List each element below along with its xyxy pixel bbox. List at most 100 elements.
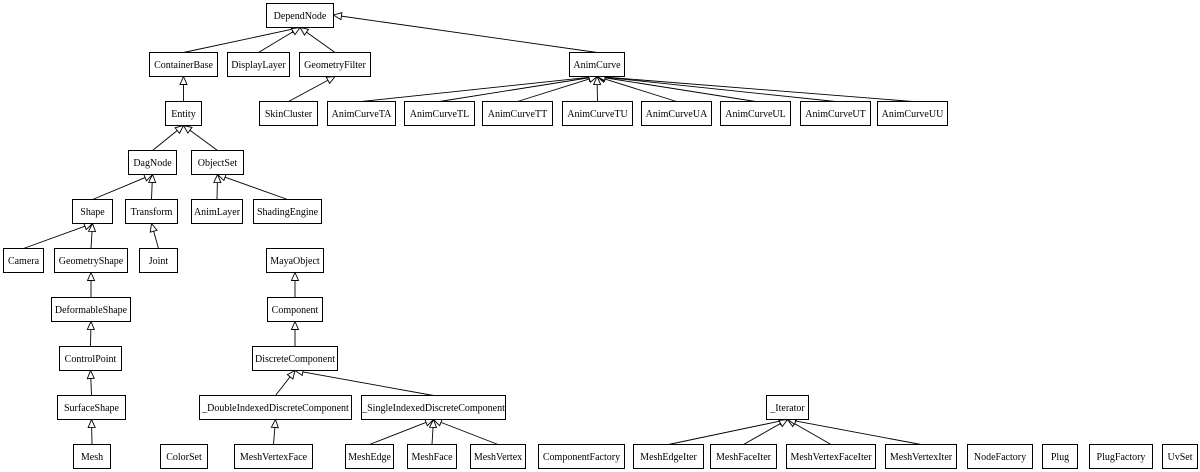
edge-joint-to-transform — [149, 222, 159, 249]
edge-anim-curve-tt-to-anim-curve — [517, 75, 599, 102]
node-label: AnimCurve — [573, 60, 621, 71]
node-label: DiscreteComponent — [255, 354, 335, 365]
node-anim-layer: AnimLayer — [191, 199, 243, 224]
edge-line — [273, 427, 276, 445]
edge-line — [90, 231, 93, 249]
edge-line — [604, 76, 836, 102]
edge-display-layer-to-depend-node — [258, 26, 301, 53]
node-label: MeshVertexIter — [890, 452, 953, 463]
edge-line — [302, 371, 434, 396]
inheritance-arrowhead-icon — [86, 320, 96, 331]
node-box — [538, 444, 625, 469]
node-box — [54, 248, 128, 273]
node-box — [1089, 444, 1153, 469]
node-box — [128, 150, 177, 175]
node-anim-curve-ua: AnimCurveUA — [641, 101, 712, 126]
edge-geometry-shape-to-shape — [87, 222, 97, 249]
node-iterator: _Iterator — [766, 395, 809, 420]
node-box — [633, 444, 704, 469]
edge-line — [361, 76, 590, 102]
node-box — [51, 297, 131, 322]
node-label: DisplayLayer — [231, 60, 286, 71]
edge-line — [288, 79, 329, 102]
edge-line — [23, 225, 86, 249]
node-label: MeshVertexFaceIter — [790, 452, 872, 463]
edge-line — [151, 182, 153, 200]
node-mesh-edge: MeshEdge — [345, 444, 394, 469]
node-label: ColorSet — [166, 452, 202, 463]
edge-mesh-vertex-to-single-indexed-discrete-component — [432, 418, 499, 445]
node-box — [299, 52, 371, 77]
node-mesh-edge-iter: MeshEdgeIter — [633, 444, 704, 469]
inheritance-arrowhead-icon — [149, 222, 158, 233]
edge-line — [224, 176, 288, 200]
inheritance-arrowhead-icon — [270, 418, 280, 429]
node-box — [227, 52, 290, 77]
edge-anim-curve-to-depend-node — [332, 12, 598, 53]
node-label: Component — [272, 305, 319, 316]
node-anim-curve-tl: AnimCurveTL — [404, 101, 475, 126]
node-label: MayaObject — [270, 256, 320, 267]
edge-line — [153, 231, 159, 249]
edge-transform-to-dag-node — [147, 173, 157, 200]
node-box — [73, 444, 111, 469]
edge-line — [431, 427, 434, 445]
node-label: UvSet — [1168, 452, 1193, 463]
node-label: AnimLayer — [194, 207, 241, 218]
edge-line — [795, 420, 922, 445]
node-display-layer: DisplayLayer — [227, 52, 290, 77]
inheritance-arrowhead-icon — [299, 26, 310, 36]
node-box — [149, 52, 218, 77]
node-label: GeometryShape — [59, 256, 124, 267]
node-box — [160, 444, 208, 469]
edge-line — [152, 130, 178, 151]
node-label: Camera — [8, 256, 40, 267]
inheritance-arrowhead-icon — [213, 173, 222, 184]
edge-line — [258, 31, 294, 53]
node-label: Plug — [1051, 452, 1069, 463]
node-box — [641, 101, 712, 126]
edge-mesh-face-to-single-indexed-discrete-component — [428, 418, 438, 445]
node-box — [139, 248, 178, 273]
node-box — [361, 395, 506, 420]
node-label: AnimCurveUU — [882, 109, 944, 120]
node-box — [404, 101, 475, 126]
node-box — [3, 248, 44, 273]
inheritance-arrowhead-icon — [592, 75, 602, 86]
node-box — [786, 444, 876, 469]
node-label: MeshVertex — [474, 452, 522, 463]
inheritance-arrowhead-icon — [87, 418, 96, 429]
node-box — [165, 101, 202, 126]
edge-shape-to-dag-node — [92, 173, 154, 200]
node-box — [766, 395, 809, 420]
node-label: Shape — [80, 207, 105, 218]
inheritance-arrowhead-icon — [778, 418, 789, 428]
edge-line — [439, 77, 590, 102]
edge-line — [604, 76, 913, 102]
node-box — [57, 395, 126, 420]
node-label: AnimCurveUL — [725, 109, 786, 120]
edge-double-indexed-discrete-component-to-discrete-component — [275, 369, 296, 396]
inheritance-arrowhead-icon — [290, 26, 301, 36]
node-label: ContainerBase — [154, 60, 213, 71]
node-geometry-filter: GeometryFilter — [299, 52, 371, 77]
node-mesh: Mesh — [73, 444, 111, 469]
node-label: SurfaceShape — [64, 403, 120, 414]
node-box — [967, 444, 1033, 469]
node-label: GeometryFilter — [304, 60, 366, 71]
edge-line — [92, 177, 146, 200]
node-label: MeshEdgeIter — [640, 452, 697, 463]
edge-shading-engine-to-object-set — [216, 173, 288, 200]
node-label: AnimCurveTT — [488, 109, 547, 120]
edge-line — [183, 28, 293, 53]
node-box — [470, 444, 526, 469]
inheritance-arrowhead-icon — [86, 369, 96, 380]
inheritance-arrowhead-icon — [290, 320, 300, 330]
node-mesh-face: MeshFace — [407, 444, 457, 469]
node-box — [1162, 444, 1198, 469]
node-label: SkinCluster — [265, 109, 313, 120]
node-label: MeshFaceIter — [716, 452, 772, 463]
edge-anim-layer-to-object-set — [213, 173, 222, 200]
node-label: Entity — [171, 109, 195, 120]
